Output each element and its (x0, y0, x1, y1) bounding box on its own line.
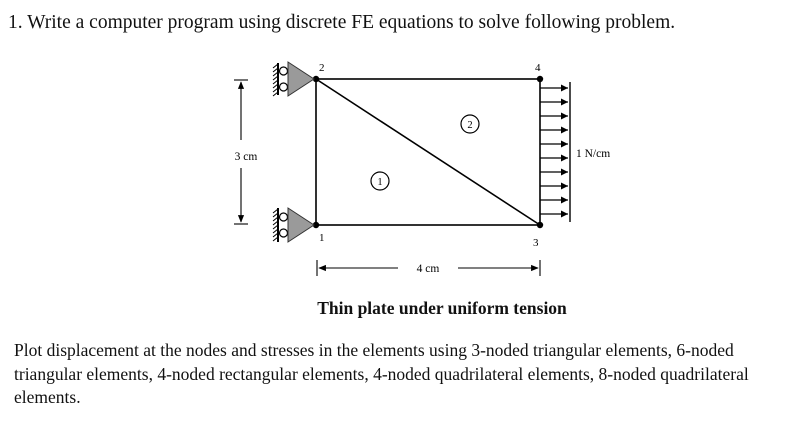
element-1-circle (370, 171, 390, 191)
load-arrows (540, 82, 571, 222)
roller-support-bottom (272, 207, 315, 243)
height-dimension (234, 79, 248, 225)
height-dimension-label: 3 cm (235, 151, 258, 163)
roller-support-top (272, 61, 315, 97)
problem-heading: 1. Write a computer program using discre… (8, 12, 676, 33)
element-2-label: 2 (467, 120, 472, 131)
node-label-1: 1 (319, 232, 325, 244)
node-label-2: 2 (319, 62, 325, 74)
width-dimension-label: 4 cm (417, 263, 440, 275)
element-1-label: 1 (377, 177, 382, 188)
node-2-dot (312, 75, 320, 83)
element-2-circle (460, 114, 480, 134)
node-4-dot (536, 75, 544, 83)
node-3-dot (536, 221, 544, 229)
width-dimension (316, 260, 541, 276)
node-label-3: 3 (533, 237, 539, 249)
instructions-paragraph: Plot displacement at the nodes and stres… (14, 340, 749, 407)
load-label: 1 N/cm (576, 148, 610, 160)
node-1-dot (312, 221, 320, 229)
node-label-4: 4 (535, 62, 541, 74)
figure-caption: Thin plate under uniform tension (317, 298, 567, 318)
element-diagonal (315, 78, 541, 226)
plate-outline (315, 78, 541, 226)
